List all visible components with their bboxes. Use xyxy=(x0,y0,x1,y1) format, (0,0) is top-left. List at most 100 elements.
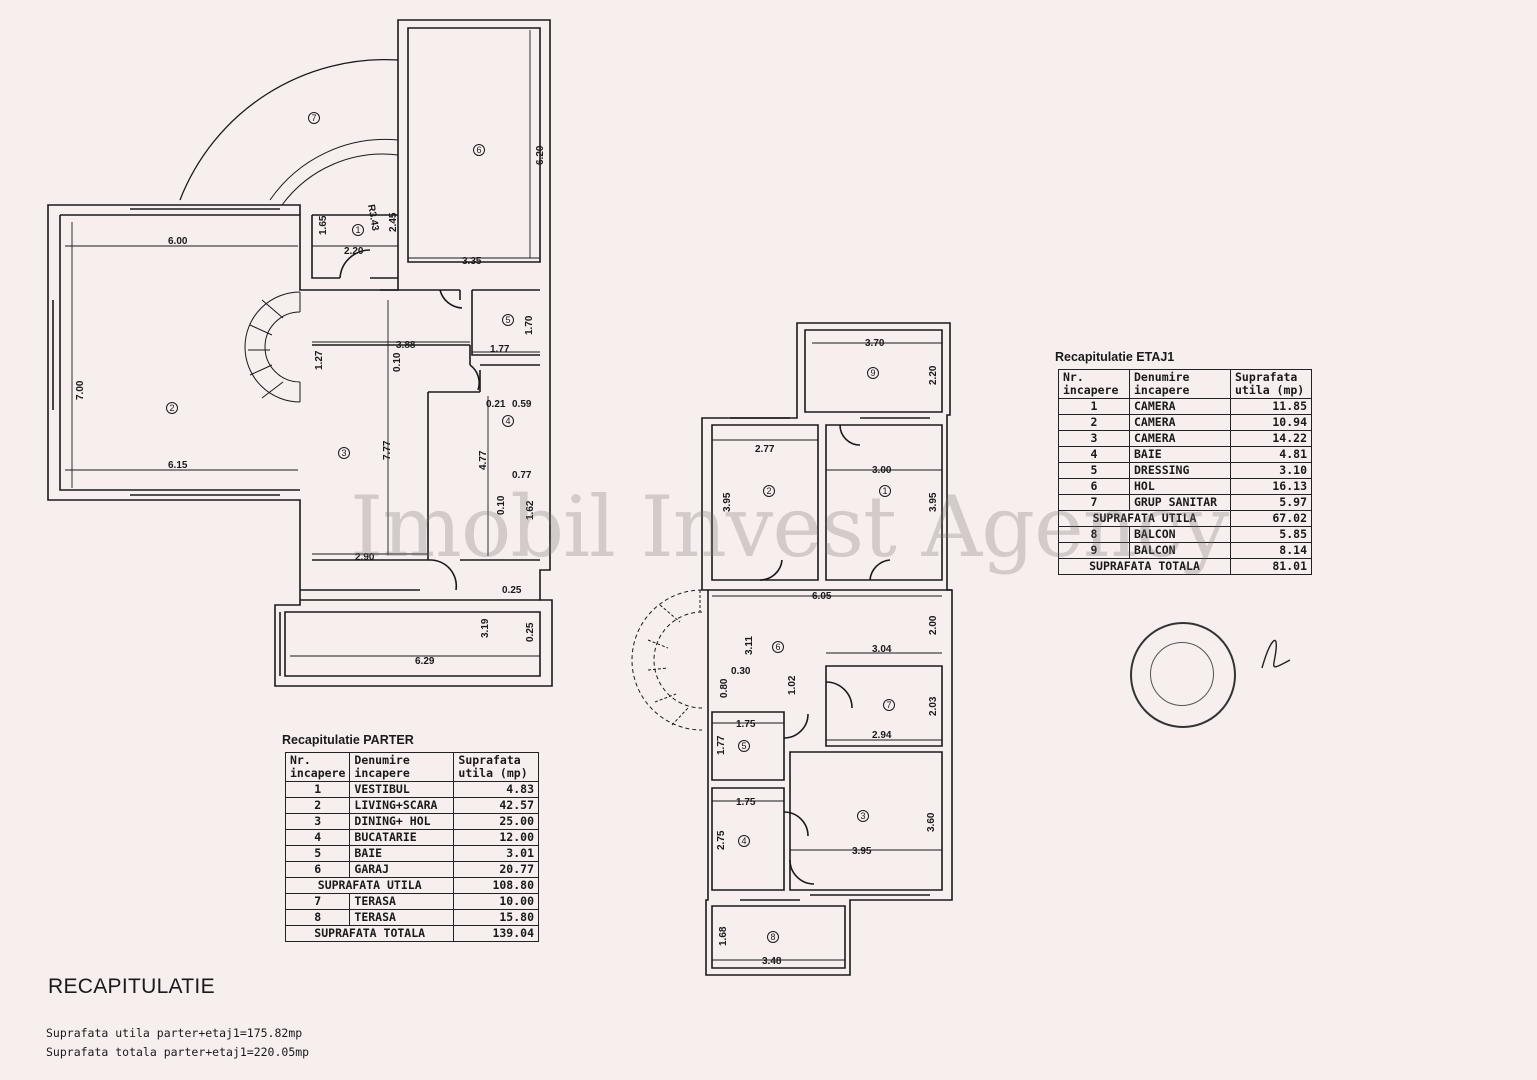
table-cell: 2 xyxy=(1058,414,1130,431)
room-marker: 4 xyxy=(738,835,750,847)
table-cell: CAMERA xyxy=(1129,414,1231,431)
table-cell: BALCON xyxy=(1129,526,1231,543)
table-cell: 16.13 xyxy=(1230,478,1312,495)
svg-text:3: 3 xyxy=(341,448,346,458)
table-cell: 3.10 xyxy=(1230,462,1312,479)
table-cell: TERASA xyxy=(349,893,455,910)
table-cell: 7 xyxy=(1058,494,1130,511)
dining-walls xyxy=(312,344,540,561)
table-cell: 25.00 xyxy=(453,813,539,830)
room-marker: 1 xyxy=(352,224,364,236)
table-cell: GRUP SANITAR xyxy=(1129,494,1231,511)
signature xyxy=(1261,639,1291,669)
living-inner-wall xyxy=(59,214,300,491)
dim-label: 2.20 xyxy=(928,365,939,385)
room-marker: 3 xyxy=(338,447,350,459)
stair-walls xyxy=(300,589,540,601)
table-cell: 8 xyxy=(284,909,351,926)
upper-stair-treads xyxy=(647,590,701,726)
table-cell: 9 xyxy=(1058,542,1130,559)
dim-label: 3.19 xyxy=(480,618,491,638)
room-marker: 1 xyxy=(879,485,891,497)
table-cell: 12.00 xyxy=(453,829,539,846)
svg-text:3: 3 xyxy=(860,811,865,821)
room-6-inner xyxy=(407,27,541,263)
table-cell: 1 xyxy=(1058,398,1130,415)
dim-label: 2.00 xyxy=(928,615,939,635)
table-cell: BUCATARIE xyxy=(349,829,455,846)
terrace-arc xyxy=(179,58,399,201)
dim-label: 3.48 xyxy=(762,956,782,967)
table-cell: 14.22 xyxy=(1230,430,1312,447)
table-cell: 3.01 xyxy=(453,845,539,862)
garage-inner xyxy=(284,611,541,677)
table-cell: 2 xyxy=(284,797,351,814)
dim-label: 0.25 xyxy=(502,585,522,596)
dim-label: 6.29 xyxy=(415,656,435,667)
recap-total-area: Suprafata totala parter+etaj1=220.05mp xyxy=(46,1045,310,1059)
table-cell: 11.85 xyxy=(1230,398,1312,415)
table-cell: 8 xyxy=(1058,526,1130,543)
svg-text:2: 2 xyxy=(766,486,771,496)
table-header-row: Nr. incapere Denumire incapere Suprafata… xyxy=(1058,369,1312,399)
etaj1-summary-table: Nr. incapere Denumire incapere Suprafata… xyxy=(1058,369,1312,575)
room-8-inner xyxy=(711,905,846,969)
svg-text:7: 7 xyxy=(886,700,891,710)
table-cell: 5 xyxy=(1058,462,1130,479)
door-swing xyxy=(783,811,809,837)
dim-label: R3.43 xyxy=(365,204,381,233)
dim-label: 1.62 xyxy=(525,500,536,520)
room-marker: 9 xyxy=(867,367,879,379)
col-header: Suprafata utila (mp) xyxy=(453,752,539,782)
dim-label: 2.94 xyxy=(872,730,892,741)
dim-label: 2.90 xyxy=(355,552,375,563)
table-cell: SUPRAFATA UTILA xyxy=(284,877,455,894)
dim-label: 0.77 xyxy=(512,470,532,481)
dim-label: 1.77 xyxy=(716,735,727,755)
dim-label: 2.20 xyxy=(344,246,364,257)
table-cell: 3 xyxy=(284,813,351,830)
table-cell: 5.97 xyxy=(1230,494,1312,511)
room-9-inner xyxy=(804,329,943,413)
table-cell: 10.94 xyxy=(1230,414,1312,431)
spiral-stair xyxy=(244,291,301,403)
table-header-row: Nr. incapere Denumire incapere Suprafata… xyxy=(284,752,539,782)
table-cell: 81.01 xyxy=(1230,558,1312,575)
door-swing xyxy=(339,249,371,279)
table-cell: VESTIBUL xyxy=(349,781,455,798)
col-header: Nr. incapere xyxy=(284,752,351,782)
table-cell: HOL xyxy=(1129,478,1231,495)
table-cell: 5.85 xyxy=(1230,526,1312,543)
door-swing xyxy=(869,559,891,581)
room-7-inner xyxy=(825,665,943,747)
table-cell: SUPRAFATA TOTALA xyxy=(284,925,455,942)
parter-summary-table: Nr. incapere Denumire incapere Suprafata… xyxy=(284,752,539,942)
table-cell: 5 xyxy=(284,845,351,862)
table-cell: BAIE xyxy=(1129,446,1231,463)
dim-label: 1.27 xyxy=(314,350,325,370)
dim-label: 0.10 xyxy=(392,352,403,372)
door-swing xyxy=(839,424,861,446)
svg-text:1: 1 xyxy=(355,225,360,235)
dim-label: 3.60 xyxy=(926,812,937,832)
door-swing xyxy=(783,713,809,739)
room-marker: 6 xyxy=(772,641,784,653)
room-marker: 2 xyxy=(763,485,775,497)
col-header: Nr. incapere xyxy=(1058,369,1130,399)
table-cell: 139.04 xyxy=(453,925,539,942)
svg-text:2: 2 xyxy=(169,403,174,413)
table-cell: 3 xyxy=(1058,430,1130,447)
table-cell: 10.00 xyxy=(453,893,539,910)
